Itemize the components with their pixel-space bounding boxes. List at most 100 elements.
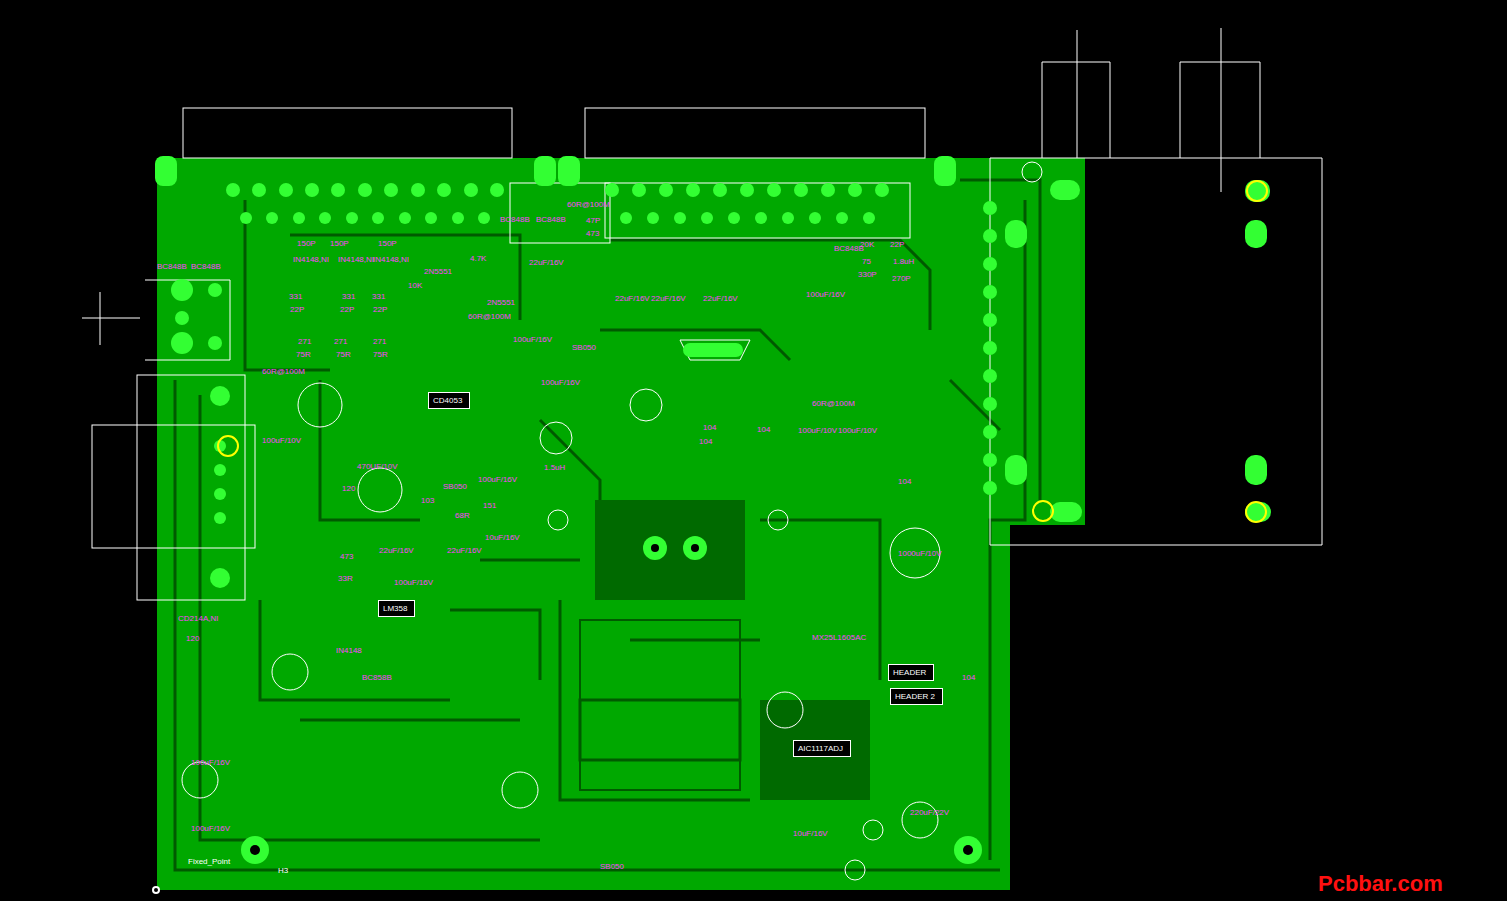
- part-value: 22P: [340, 305, 354, 314]
- part-value: SB050: [600, 862, 624, 871]
- part-value: 60R@100M: [262, 367, 305, 376]
- component-outline: AIC1117ADJ: [793, 740, 851, 757]
- part-value: IN4148: [336, 646, 362, 655]
- watermark: Pcbbar.com: [1318, 872, 1443, 896]
- part-value: 271: [373, 337, 386, 346]
- part-name: LM358: [379, 601, 414, 616]
- designator: H3: [278, 866, 288, 875]
- part-name: AIC1117ADJ: [794, 741, 850, 756]
- part-value: 47P: [586, 216, 600, 225]
- holes: [250, 544, 973, 855]
- part-value: 1.8uH: [893, 257, 914, 266]
- part-value: 1000uF/10V: [898, 549, 942, 558]
- chip-body: [595, 500, 745, 600]
- part-value: MX25L1605AC: [812, 633, 866, 642]
- component-outline: CD4053: [428, 392, 470, 409]
- markers: [218, 181, 1267, 522]
- part-value: 331: [289, 292, 302, 301]
- part-value: 100uF/16V: [191, 824, 230, 833]
- part-value: 100uF/16V: [806, 290, 845, 299]
- part-value: 1.5uH: [544, 463, 565, 472]
- part-value: CD214A,NI: [178, 614, 218, 623]
- part-value: 103: [421, 496, 434, 505]
- part-value: 4.7K: [470, 254, 486, 263]
- part-value: 22P: [373, 305, 387, 314]
- part-value: 473: [340, 552, 353, 561]
- part-value: 150P: [330, 239, 349, 248]
- part-value: 20K: [860, 240, 874, 249]
- part-value: IN4148,NI: [373, 255, 409, 264]
- part-value: 22P: [890, 240, 904, 249]
- part-value: 100uF/10V: [262, 436, 301, 445]
- part-value: 22uF/16V: [379, 546, 414, 555]
- part-value: 104: [757, 425, 770, 434]
- part-value: 22uF/16V: [703, 294, 738, 303]
- tracks: [175, 180, 1040, 870]
- part-value: 220uF/22V: [910, 808, 949, 817]
- part-value: 60R@100M: [468, 312, 511, 321]
- part-name: HEADER 2: [891, 689, 942, 704]
- part-value: 470UF/10V: [357, 462, 397, 471]
- part-value: 2N5551: [424, 267, 452, 276]
- part-value: BC848B: [500, 215, 530, 224]
- part-value: 151: [483, 501, 496, 510]
- part-value: IN4148,NI: [293, 255, 329, 264]
- part-value: 100uF/16V: [513, 335, 552, 344]
- part-value: BC858B: [362, 673, 392, 682]
- silkscreen-outlines: [82, 28, 1322, 880]
- chip-outline: [580, 620, 740, 790]
- part-value: 150P: [378, 239, 397, 248]
- part-name: HEADER: [889, 665, 933, 680]
- part-name: CD4053: [429, 393, 469, 408]
- part-value: 100uF/16V: [478, 475, 517, 484]
- part-value: 75R: [296, 350, 311, 359]
- part-value: 10uF/16V: [793, 829, 828, 838]
- part-value: 100uF/16V: [541, 378, 580, 387]
- part-value: 331: [372, 292, 385, 301]
- part-value: BC848B: [191, 262, 221, 271]
- part-value: 331: [342, 292, 355, 301]
- part-value: BC848B: [834, 244, 864, 253]
- part-value: 75R: [336, 350, 351, 359]
- part-value: 22uF/16V: [615, 294, 650, 303]
- part-value: 75R: [373, 350, 388, 359]
- part-value: 10uF/16V: [485, 533, 520, 542]
- part-value: 68R: [455, 511, 470, 520]
- designator: Fixed_Point: [188, 857, 230, 866]
- origin: [152, 886, 160, 894]
- part-value: 33R: [338, 574, 353, 583]
- part-value: 271: [298, 337, 311, 346]
- part-value: 75: [862, 257, 871, 266]
- part-value: 473: [586, 229, 599, 238]
- component-outline: HEADER: [888, 664, 934, 681]
- part-value: 22uF/16V: [529, 258, 564, 267]
- part-value: 60R@100M: [812, 399, 855, 408]
- part-value: 22uF/16V: [651, 294, 686, 303]
- regulator-pad: [760, 700, 870, 800]
- part-value: IN4148,NI: [338, 255, 374, 264]
- part-value: BC848B: [536, 215, 566, 224]
- component-outline: HEADER 2: [890, 688, 943, 705]
- part-value: 100uF/10V: [798, 426, 837, 435]
- part-value: 100uF/10V: [838, 426, 877, 435]
- part-value: BC848B: [157, 262, 187, 271]
- part-value: SB050: [572, 343, 596, 352]
- part-value: 100uF/16V: [394, 578, 433, 587]
- part-value: 120: [342, 484, 355, 493]
- board: [157, 158, 1085, 890]
- part-value: 120: [186, 634, 199, 643]
- part-value: 104: [962, 673, 975, 682]
- part-value: 330P: [858, 270, 877, 279]
- part-value: 104: [898, 477, 911, 486]
- part-value: 270P: [892, 274, 911, 283]
- part-value: 10K: [408, 281, 422, 290]
- part-value: 104: [699, 437, 712, 446]
- part-value: SB050: [443, 482, 467, 491]
- part-value: 22uF/16V: [447, 546, 482, 555]
- part-value: 104: [703, 423, 716, 432]
- component-outline: LM358: [378, 600, 415, 617]
- part-value: 22P: [290, 305, 304, 314]
- pads: [155, 156, 1271, 864]
- part-value: 150P: [297, 239, 316, 248]
- part-value: 2N5551: [487, 298, 515, 307]
